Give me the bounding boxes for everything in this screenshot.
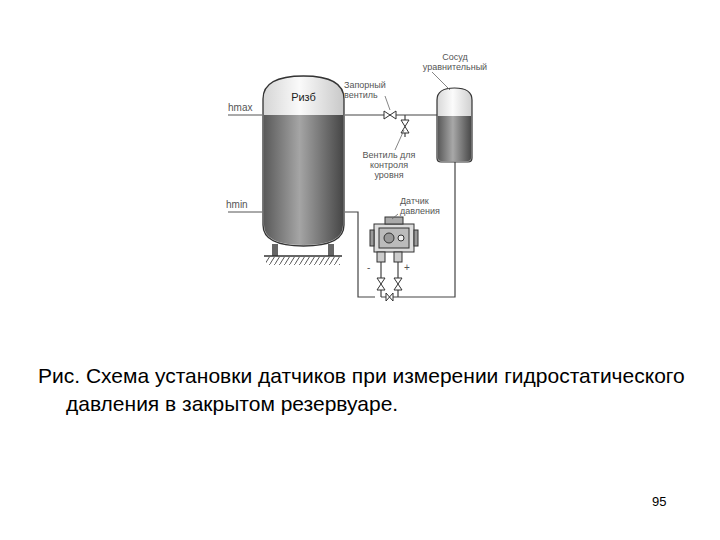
port-sign: - <box>367 262 377 273</box>
tank-pressure-label: Ризб <box>262 91 345 103</box>
level-mark: hmax <box>228 102 268 113</box>
tank: Ризб <box>262 75 345 247</box>
tank-leg <box>328 244 334 256</box>
level-mark: hmin <box>226 199 266 210</box>
callout-label: Запорный вентиль <box>344 80 404 100</box>
port-sign: + <box>404 262 414 273</box>
figure-caption: Рис. Схема установки датчиков при измере… <box>38 362 706 418</box>
callout-label: Сосуд уравнительный <box>420 52 490 72</box>
callout-label: Вентиль для контроля уровня <box>355 150 423 180</box>
ground <box>264 255 342 257</box>
hmin-line <box>228 212 262 213</box>
equalizing-vessel <box>437 88 472 162</box>
page-number: 95 <box>652 495 682 509</box>
hmax-line <box>228 115 262 116</box>
pressure-sensor <box>370 217 418 262</box>
ground-hatch <box>266 257 340 265</box>
callout-label: Датчик давления <box>400 196 460 216</box>
tank-leg <box>272 244 278 256</box>
